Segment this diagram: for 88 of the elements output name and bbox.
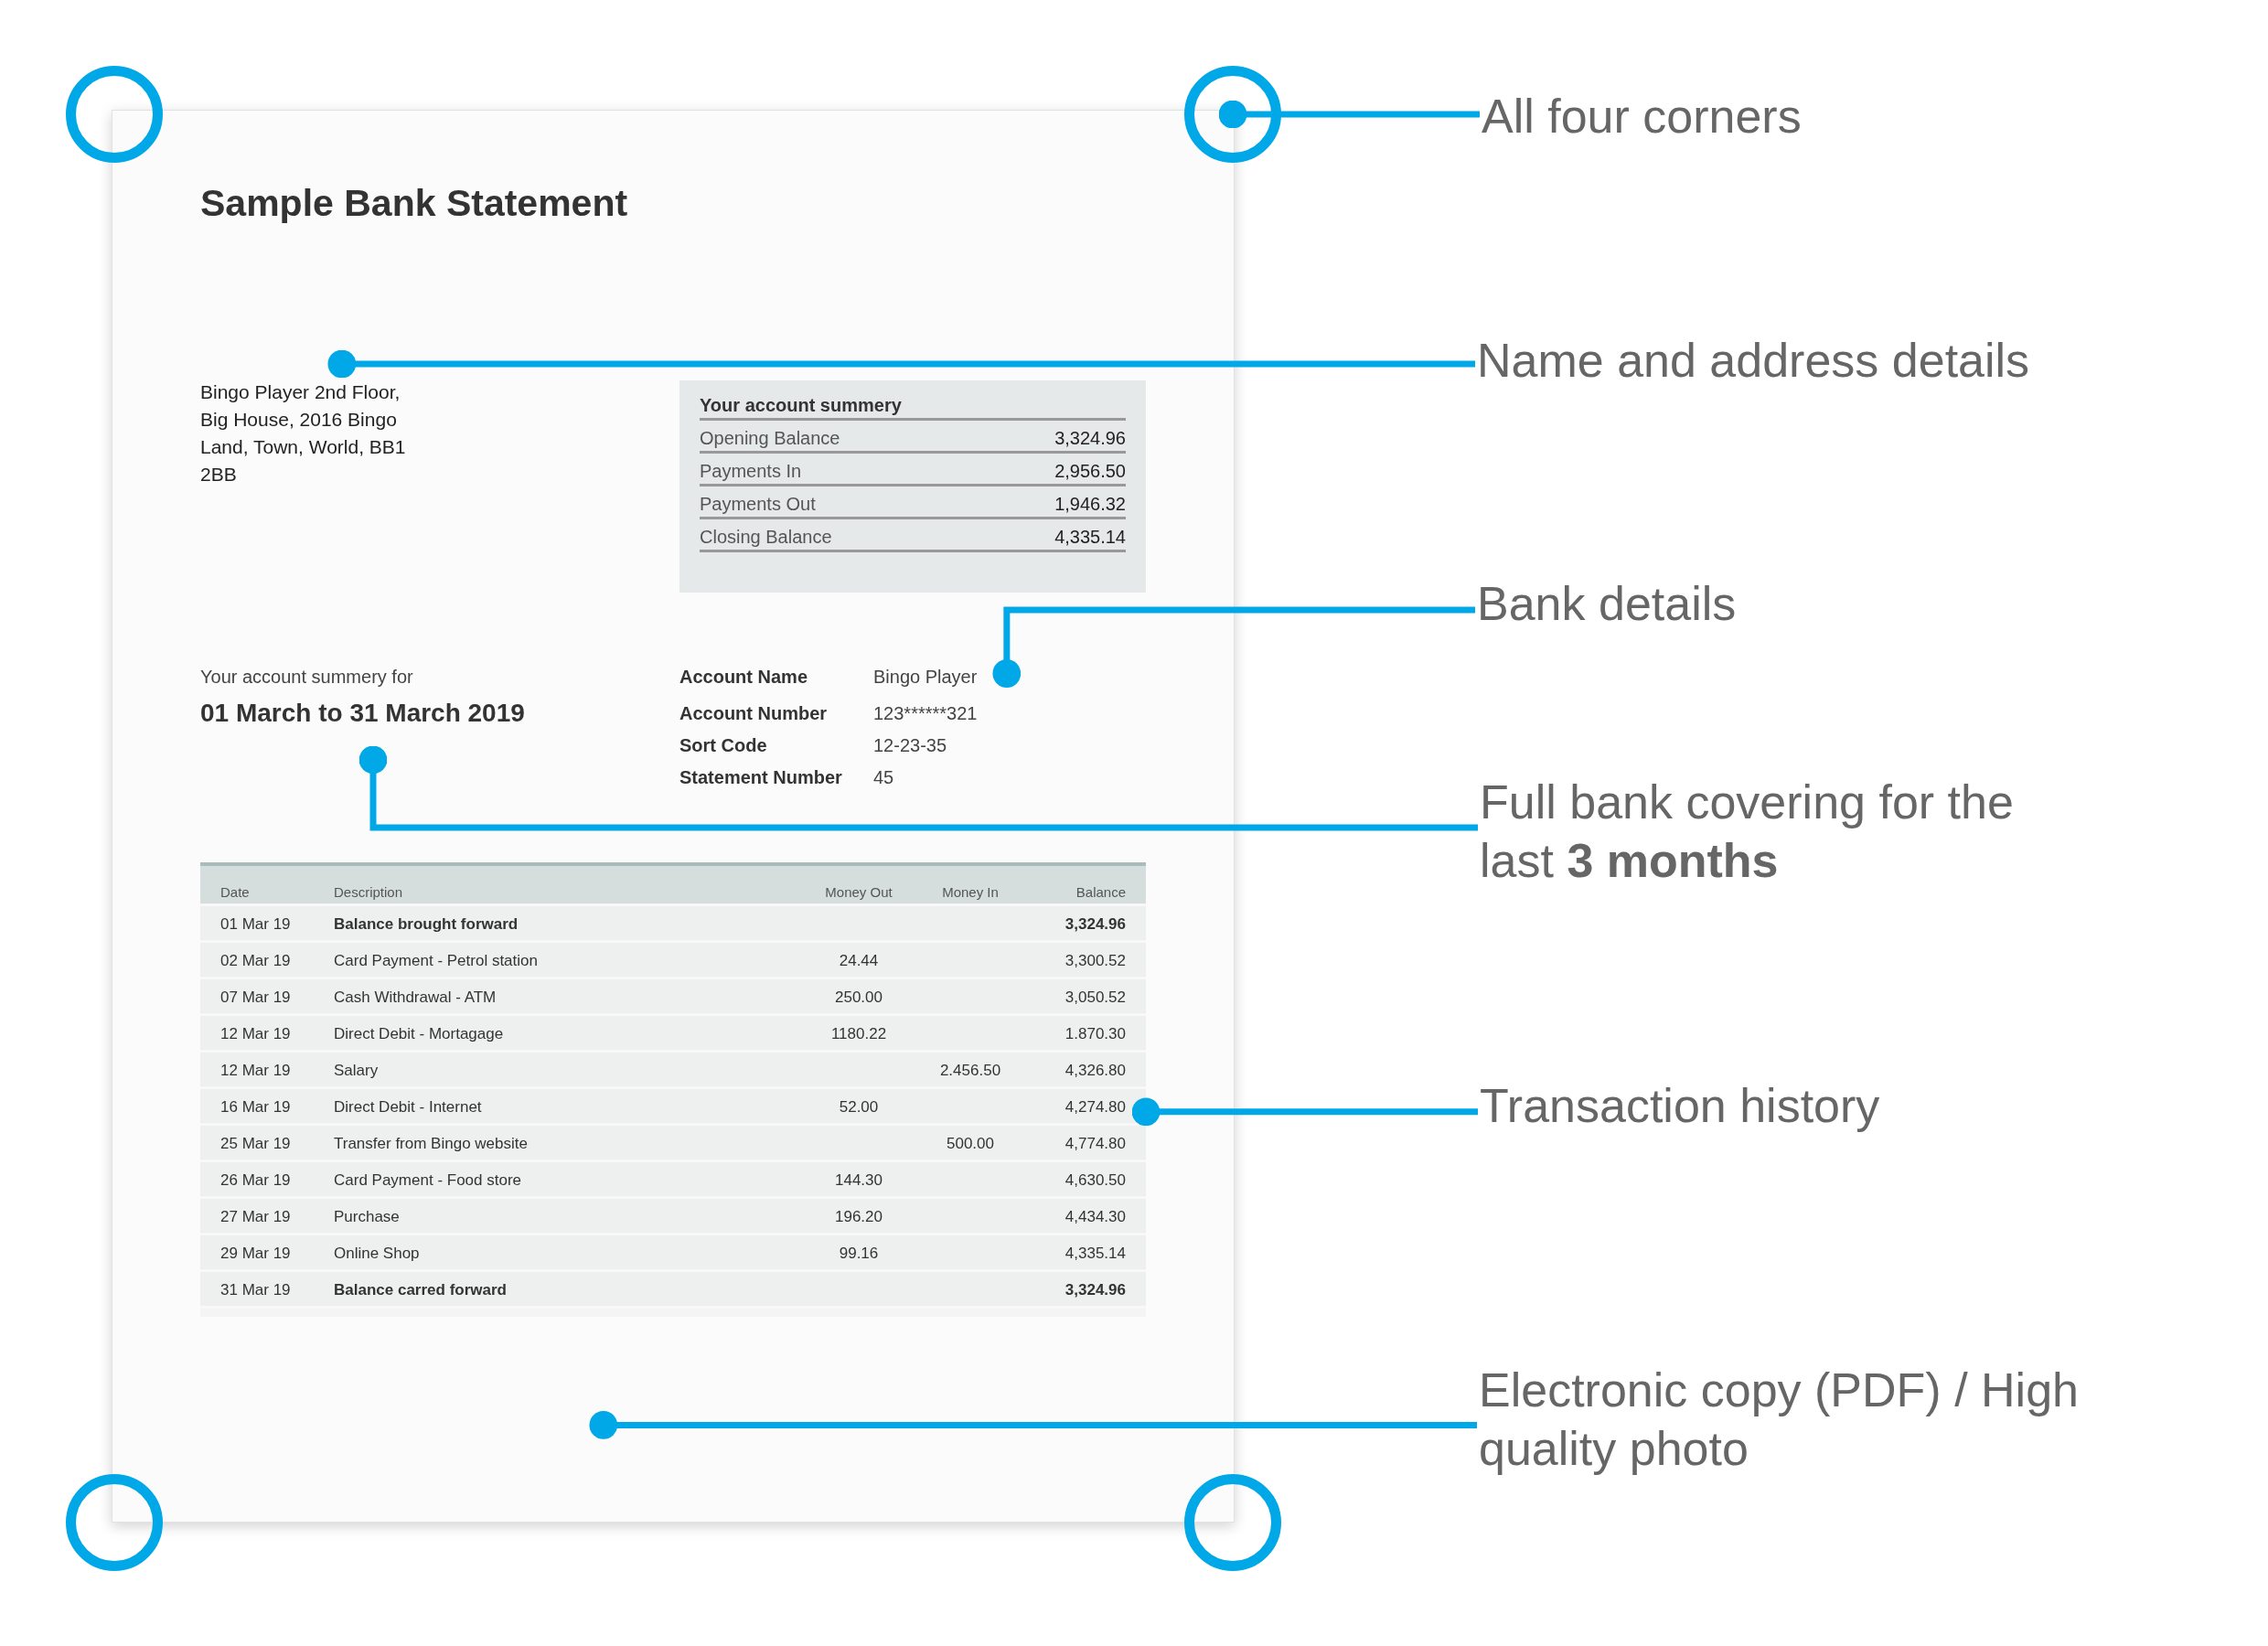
period-dates: 01 March to 31 March 2019 [200, 699, 526, 728]
description-text: Online Shop [334, 1245, 420, 1263]
detail-label: Sort Code [679, 735, 767, 756]
description-text: Card Payment - Food store [334, 1171, 522, 1190]
description-text: Purchase [334, 1208, 400, 1226]
transaction-table [200, 862, 1146, 1317]
summary-amount: 1,946.32 [1054, 494, 1126, 515]
corner-marker [66, 66, 163, 163]
table-row [200, 1089, 1146, 1126]
summary-amount: 2,956.50 [1054, 461, 1126, 482]
summary-label: Payments In [700, 461, 802, 482]
detail-label: Account Number [679, 703, 828, 724]
date-text: 07 Mar 19 [220, 989, 291, 1007]
description-text: Balance brought forward [334, 915, 519, 934]
corner-marker [1184, 66, 1281, 163]
date-text: 12 Mar 19 [220, 1025, 291, 1043]
date-text: 16 Mar 19 [220, 1098, 291, 1117]
date-text: 29 Mar 19 [220, 1245, 291, 1263]
summary-label: Closing Balance [700, 527, 832, 548]
table-header-row [200, 862, 1146, 906]
corner-marker [1184, 1474, 1281, 1571]
amount-text: 4,335.14 [1064, 1245, 1126, 1263]
amount-text: 4,274.80 [1064, 1098, 1126, 1117]
date-text: 25 Mar 19 [220, 1135, 291, 1153]
callout-text: Bank details [1477, 574, 2227, 638]
summary-label: Payments Out [700, 494, 816, 515]
panel-heading: Your account summery [700, 395, 1126, 421]
summary-label: Opening Balance [700, 428, 840, 449]
leader-line [327, 349, 1475, 379]
column-header: Description [334, 884, 403, 900]
amount-text: 250.00 [834, 989, 883, 1007]
amount-text: 4,774.80 [1064, 1135, 1126, 1153]
leader-line [589, 1411, 1477, 1439]
detail-label: Account Name [679, 667, 808, 688]
corner-marker [66, 1474, 163, 1571]
column-header: Balance [1075, 884, 1126, 900]
statement-page [112, 110, 1235, 1523]
description-text: Transfer from Bingo website [334, 1135, 528, 1153]
callout-text: Full bank covering for the last 3 months [1480, 773, 2047, 901]
column-header: Date [220, 884, 250, 900]
amount-text: 1180.22 [829, 1025, 888, 1043]
date-text: 31 Mar 19 [220, 1281, 291, 1299]
account-summary-panel [679, 380, 1146, 593]
date-text: 27 Mar 19 [220, 1208, 291, 1226]
detail-value: 45 [873, 767, 894, 788]
description-text: Card Payment - Petrol station [334, 952, 538, 970]
amount-text: 3,300.52 [1064, 952, 1126, 970]
leader-line [992, 606, 1475, 688]
column-header: Money In [941, 884, 1000, 900]
date-text: 02 Mar 19 [220, 952, 291, 970]
callout-text: Name and address details [1477, 331, 2227, 395]
description-text: Balance carred forward [334, 1281, 507, 1299]
summary-amount: 4,335.14 [1054, 527, 1126, 548]
description-text: Salary [334, 1062, 379, 1080]
amount-text: 52.00 [838, 1098, 880, 1117]
amount-text: 3,324.96 [1064, 915, 1126, 934]
callout-text: Transaction history [1480, 1076, 2230, 1140]
statement-title: Sample Bank Statement [200, 182, 628, 225]
column-header: Money Out [824, 884, 893, 900]
date-text: 26 Mar 19 [220, 1171, 291, 1190]
amount-text: 144.30 [834, 1171, 883, 1190]
callout-text: Electronic copy (PDF) / High quality photo [1479, 1361, 2229, 1489]
amount-text: 4,326.80 [1064, 1062, 1126, 1080]
detail-value: Bingo Player [873, 667, 978, 688]
amount-text: 3,050.52 [1064, 989, 1126, 1007]
amount-text: 2.456.50 [938, 1062, 1002, 1080]
detail-label: Statement Number [679, 767, 842, 788]
amount-text: 196.20 [834, 1208, 883, 1226]
description-text: Cash Withdrawal - ATM [334, 989, 497, 1007]
amount-text: 4,434.30 [1064, 1208, 1126, 1226]
period-intro: Your account summery for [200, 667, 414, 688]
date-text: 01 Mar 19 [220, 915, 291, 934]
description-text: Direct Debit - Mortagage [334, 1025, 504, 1043]
detail-value: 12-23-35 [873, 735, 947, 756]
address-text: Bingo Player 2nd Floor, Big House, 2016 Bingo Land, Town, World, BB1 2BB [200, 380, 407, 486]
detail-value: 123******321 [873, 703, 978, 724]
summary-amount: 3,324.96 [1054, 428, 1126, 449]
amount-text: 24.44 [838, 952, 880, 970]
amount-text: 4,630.50 [1064, 1171, 1126, 1190]
date-text: 12 Mar 19 [220, 1062, 291, 1080]
amount-text: 3,324.96 [1064, 1281, 1126, 1299]
amount-text: 500.00 [946, 1135, 995, 1153]
amount-text: 99.16 [838, 1245, 880, 1263]
callout-text: All four corners [1482, 87, 2213, 151]
table-row [200, 1126, 1146, 1162]
amount-text: 1.870.30 [1064, 1025, 1126, 1043]
description-text: Direct Debit - Internet [334, 1098, 482, 1117]
leader-line [358, 745, 1478, 831]
